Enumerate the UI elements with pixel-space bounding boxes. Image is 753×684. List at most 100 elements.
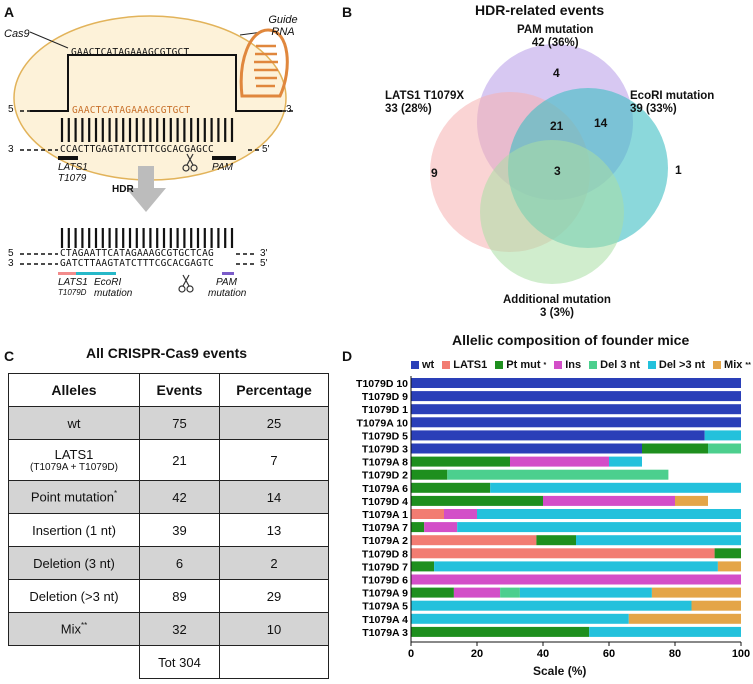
category-label: T1079D 1 (362, 404, 408, 416)
events-cell: 42 (139, 480, 220, 514)
bar-segment (411, 495, 543, 506)
category-label: T1079D 5 (362, 430, 408, 442)
legend-label: Mix (724, 359, 743, 371)
ecori-label: EcoRI (94, 277, 122, 288)
bar-segment (444, 509, 477, 519)
pam-label: PAM (212, 162, 233, 173)
lats1-mutation-bar (58, 272, 76, 275)
legend-item: wt (411, 359, 434, 371)
events-cell: 75 (139, 406, 220, 440)
percentage-cell: 2 (219, 546, 329, 580)
legend-swatch (713, 361, 722, 369)
bar-segment (411, 456, 510, 467)
bar-segment (411, 522, 425, 533)
bar-segment (457, 522, 741, 533)
panel-letter-d: D (342, 348, 353, 364)
percentage-cell: 10 (219, 612, 329, 646)
table-title: All CRISPR-Cas9 events (86, 345, 248, 361)
bar-segment (411, 548, 715, 559)
legend-footnote: ** (745, 361, 751, 369)
guide-sequence: GAACTCATAGAAAGCGTGCT (71, 47, 190, 58)
pam-mutation-bar (222, 272, 234, 275)
five-prime-top: 5 (8, 104, 14, 115)
bar-segment (411, 587, 454, 598)
legend-item: Mix** (713, 359, 751, 371)
bar-segment (609, 456, 642, 467)
bar-segment (691, 600, 741, 611)
bar-segment (411, 430, 705, 441)
legend-label: LATS1 (453, 359, 488, 371)
bar-segment (642, 443, 708, 454)
pam-mutation-label-2: mutation (208, 288, 247, 299)
bar-segment (411, 574, 741, 585)
percentage-cell: 13 (219, 513, 329, 547)
x-tick-label: 60 (603, 648, 615, 660)
legend-label: Del >3 nt (658, 359, 706, 371)
bar-segment (411, 378, 741, 388)
category-label: T1079D 2 (362, 470, 408, 482)
bar-segment (411, 469, 448, 480)
guide-bracket (30, 54, 282, 112)
allele-footnote: ** (80, 621, 88, 631)
bar-segment (675, 495, 708, 506)
allele-name: LATS1 (54, 447, 94, 462)
legend-swatch (442, 361, 451, 369)
panel-letter-b: B (342, 4, 353, 20)
percentage-cell: 29 (219, 579, 329, 613)
table-header-row: Alleles Events Percentage (8, 373, 329, 407)
hdr-arrow (126, 166, 166, 212)
legend-label: Del 3 nt (600, 359, 640, 371)
allele-cell: Deletion (3 nt) (8, 546, 140, 580)
three-prime-bottom: 3 (8, 144, 14, 155)
guide-rna-stem (254, 44, 278, 88)
t1079-label: T1079 (58, 173, 87, 184)
legend-item: Del 3 nt (589, 359, 640, 371)
header-percentage: Percentage (219, 373, 329, 407)
bar-segment (411, 404, 741, 415)
bar-segment (628, 613, 741, 624)
category-label: T1079A 5 (362, 601, 408, 613)
total-empty (219, 645, 329, 679)
venn-count-all: 3 (554, 164, 561, 178)
legend-item: Del >3 nt (647, 359, 706, 371)
pam-mutation-label: PAM (216, 277, 237, 288)
category-label: T1079A 3 (362, 627, 408, 639)
bottom-strand-sequence: CCACTTGAGTATCTTTCGCACGAGCC (60, 144, 214, 155)
three-prime-top: 3 (286, 104, 292, 115)
category-label: T1079D 8 (362, 548, 408, 560)
bar-segment (411, 600, 692, 611)
bar-segment (411, 391, 741, 402)
legend-swatch (647, 361, 656, 369)
lats1-label: LATS1 (58, 162, 88, 173)
allele-name: Deletion (3 nt) (33, 555, 115, 571)
bar-segment (704, 430, 741, 441)
allele-cell: Mix** (8, 612, 140, 646)
venn-diagram (430, 44, 668, 284)
bar-segment (510, 456, 609, 467)
bar-segment (434, 561, 718, 572)
bar-segment (519, 587, 652, 598)
donor-three-prime-bottom: 3 (8, 258, 14, 269)
legend-label: Pt mut (506, 359, 541, 371)
scissors-icon (182, 153, 198, 172)
bar-segment (500, 587, 520, 598)
bar-segment (411, 613, 629, 624)
category-label: T1079D 4 (362, 496, 408, 508)
target-sequence: GAACTCATAGAAAGCGTGCT (72, 105, 191, 116)
bar-segment (651, 587, 741, 598)
events-cell: 6 (139, 546, 220, 580)
scissors-icon (178, 274, 194, 293)
cas9-label: Cas9 (4, 28, 30, 40)
venn-count-pam-only: 4 (553, 66, 560, 80)
table-total-row: Tot 304 (8, 645, 329, 679)
bar-segment (447, 469, 669, 480)
category-label: T1079A 7 (362, 522, 408, 534)
legend-item: Ins (554, 359, 581, 371)
venn-circle-additional (480, 140, 624, 284)
percentage-cell: 7 (219, 439, 329, 481)
chart-title: Allelic composition of founder mice (452, 332, 690, 348)
header-alleles: Alleles (8, 373, 140, 407)
